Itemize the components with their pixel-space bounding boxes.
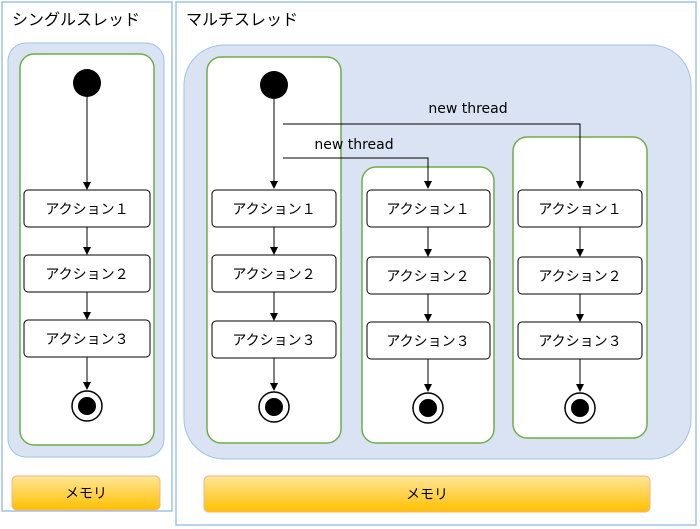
new-thread-label: new thread [428, 101, 507, 117]
multi-thread-panel: マルチスレッド new thread new thread アクション１ アクシ… [175, 1, 697, 526]
action-label: アクション３ [45, 332, 128, 348]
action-label: アクション２ [538, 269, 621, 285]
start-node [260, 71, 288, 99]
action-label: アクション３ [538, 334, 621, 350]
new-thread-connector [283, 123, 584, 189]
new-thread-label: new thread [314, 137, 393, 153]
single-thread-title: シングルスレッド [12, 10, 140, 29]
action-label: アクション１ [386, 202, 469, 218]
action-label: アクション１ [232, 202, 315, 218]
action-label: アクション１ [45, 202, 128, 218]
multi-thread-title: マルチスレッド [186, 10, 298, 29]
single-thread-panel: シングルスレッド アクション１ アクション２ アクション３ メモリ [1, 1, 173, 512]
single-memory-box [11, 475, 161, 511]
start-node [73, 69, 101, 97]
action-label: アクション２ [386, 269, 469, 285]
end-node [412, 392, 444, 424]
new-thread-connector [283, 157, 432, 189]
action-label: アクション１ [538, 202, 621, 218]
multi-memory-label: メモリ [406, 487, 448, 503]
action-label: アクション３ [232, 333, 315, 349]
end-node [258, 391, 290, 423]
action-label: アクション２ [232, 267, 315, 283]
action-label: アクション２ [45, 267, 128, 283]
end-node [71, 390, 103, 422]
action-label: アクション３ [386, 334, 469, 350]
single-memory-label: メモリ [65, 486, 107, 502]
multi-memory-box [203, 475, 651, 513]
end-node [564, 392, 596, 424]
